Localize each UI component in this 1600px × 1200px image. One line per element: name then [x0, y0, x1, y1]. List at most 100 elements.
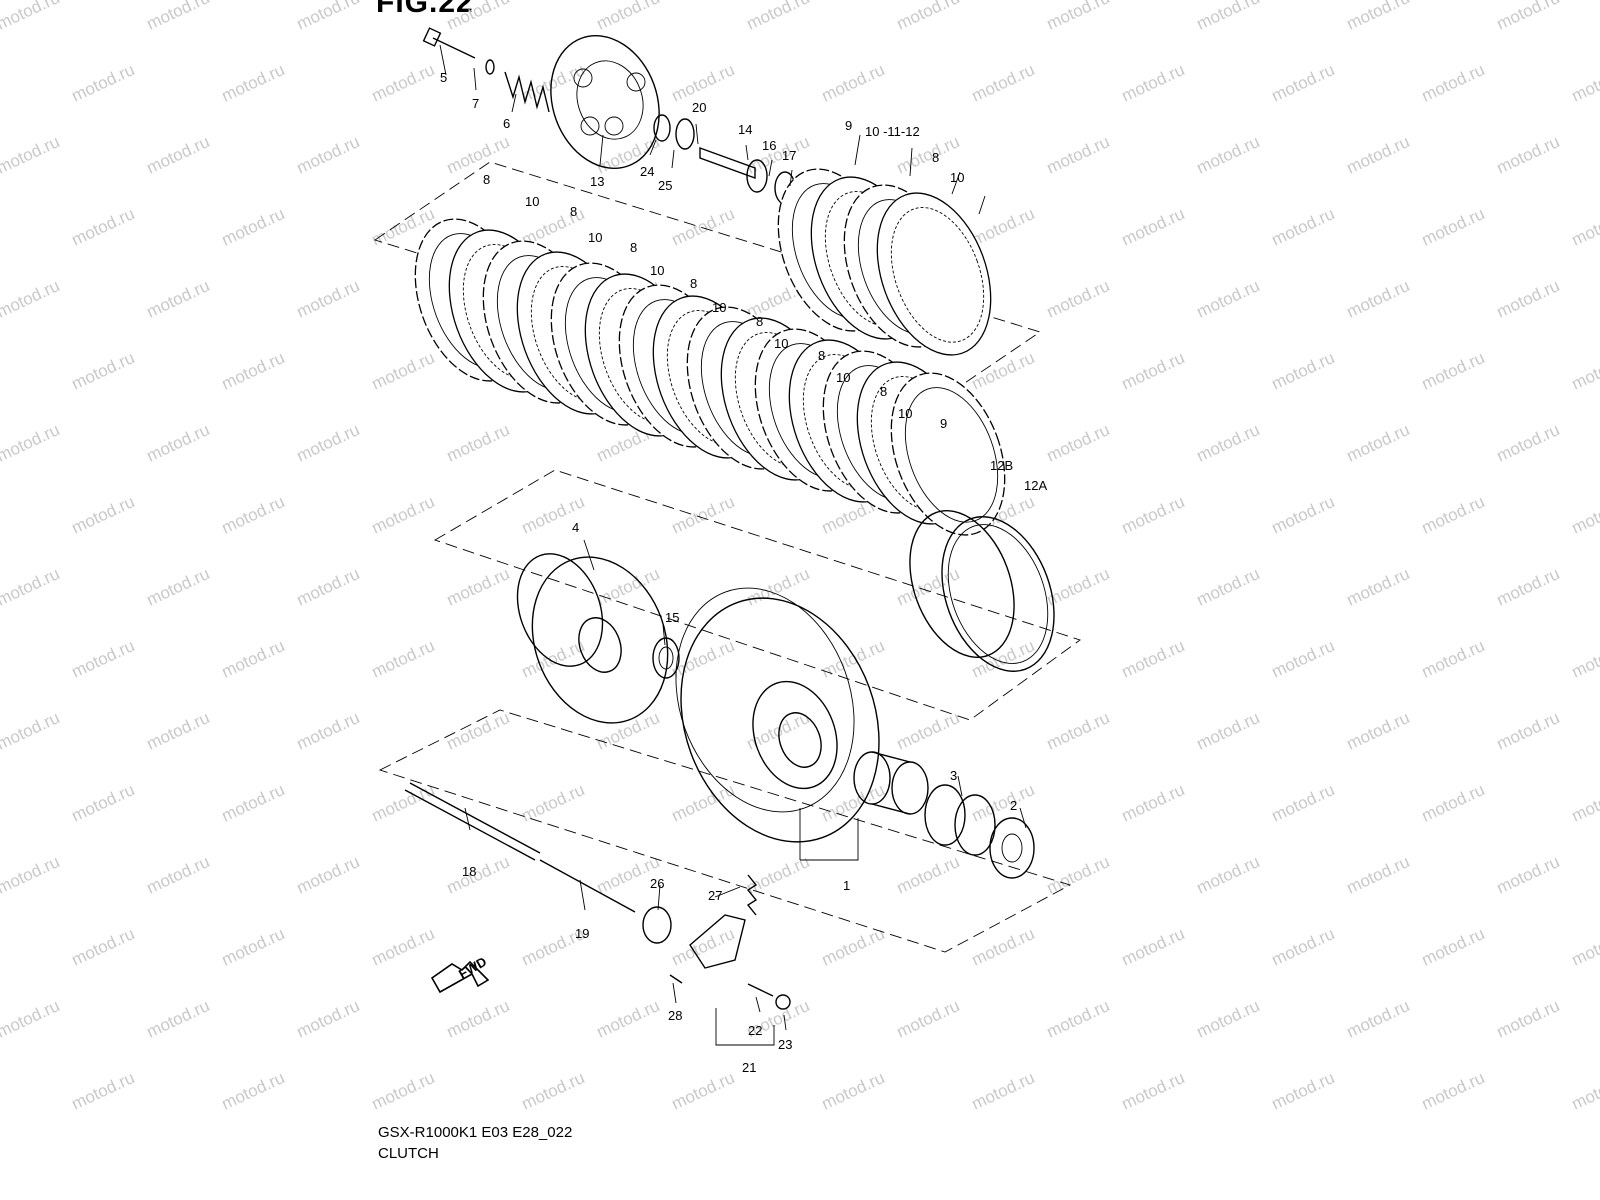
watermark-text: motod.ru	[294, 276, 363, 322]
watermark-text: motod.ru	[594, 0, 663, 34]
watermark-text: motod.ru	[444, 564, 513, 610]
watermark-text: motod.ru	[144, 276, 213, 322]
watermark-text: motod.ru	[969, 60, 1038, 106]
clutch-plate-stack	[414, 168, 1006, 536]
watermark-text: motod.ru	[0, 996, 62, 1042]
watermark-text: motod.ru	[669, 1068, 738, 1114]
leader-lines	[439, 44, 1027, 1046]
watermark-text: motod.ru	[219, 348, 288, 394]
callout-number: 10	[774, 336, 788, 351]
watermark-text: motod.ru	[1194, 852, 1263, 898]
watermark-text: motod.ru	[894, 708, 963, 754]
watermark-text: motod.ru	[519, 636, 588, 682]
watermark-text: motod.ru	[969, 924, 1038, 970]
watermark-text: motod.ru	[1269, 60, 1338, 106]
figure-title: FIG.22	[376, 0, 474, 19]
callout-number: 8	[690, 276, 697, 291]
watermark-text: motod.ru	[1419, 924, 1488, 970]
watermark-text: motod.ru	[0, 276, 62, 322]
watermark-text: motod.ru	[1044, 0, 1113, 34]
watermark-text: motod.ru	[1494, 564, 1563, 610]
callout-number: 10	[712, 300, 726, 315]
watermark-text: motod.ru	[444, 996, 513, 1042]
plate-inner-edge	[904, 387, 999, 523]
watermark-text: motod.ru	[1419, 492, 1488, 538]
watermark-text: motod.ru	[219, 492, 288, 538]
watermark-text: motod.ru	[669, 204, 738, 250]
watermark-text: motod.ru	[1194, 996, 1263, 1042]
watermark-text: motod.ru	[1269, 924, 1338, 970]
watermark-text: motod.ru	[1269, 636, 1338, 682]
watermark-text: motod.ru	[1044, 852, 1113, 898]
watermark-text: motod.ru	[744, 0, 813, 34]
callout-number: 10	[950, 170, 964, 185]
callout-number: 8	[932, 150, 939, 165]
watermark-text: motod.ru	[144, 420, 213, 466]
watermark-text: motod.ru	[1194, 276, 1263, 322]
watermark-text: motod.ru	[594, 996, 663, 1042]
watermark-text: motod.ru	[69, 780, 138, 826]
callout-number: 9	[845, 118, 852, 133]
watermark-text: motod.ru	[819, 924, 888, 970]
watermark-text: motod.ru	[1569, 492, 1600, 538]
watermark-text: motod.ru	[594, 708, 663, 754]
callout-number: 6	[503, 116, 510, 131]
watermark-text: motod.ru	[1344, 132, 1413, 178]
drive-plate	[890, 372, 1006, 536]
watermark-text: motod.ru	[969, 636, 1038, 682]
watermark-text: motod.ru	[1419, 1068, 1488, 1114]
watermark-text: motod.ru	[1269, 492, 1338, 538]
watermark-text: motod.ru	[219, 204, 288, 250]
watermark-text: motod.ru	[1344, 276, 1413, 322]
watermark-text: motod.ru	[1194, 132, 1263, 178]
watermark-text: motod.ru	[444, 132, 513, 178]
watermark-text: motod.ru	[369, 924, 438, 970]
watermark-text: motod.ru	[519, 780, 588, 826]
bearing-spacer-set	[853, 751, 1035, 879]
watermark-text: motod.ru	[369, 1068, 438, 1114]
callout-number: 10 -11-12	[865, 124, 920, 139]
watermark-text: motod.ru	[69, 924, 138, 970]
watermark-text: motod.ru	[444, 0, 513, 34]
watermark-text: motod.ru	[294, 0, 363, 34]
watermark-text: motod.ru	[69, 492, 138, 538]
watermark-text: motod.ru	[1044, 276, 1113, 322]
pressure-plate	[550, 34, 660, 170]
watermark-text: motod.ru	[819, 636, 888, 682]
callout-number: 13	[590, 174, 604, 189]
watermark-text: motod.ru	[669, 60, 738, 106]
watermark-text: motod.ru	[369, 492, 438, 538]
watermark-text: motod.ru	[69, 636, 138, 682]
watermark-text: motod.ru	[1119, 492, 1188, 538]
watermark-text: motod.ru	[69, 1068, 138, 1114]
watermark-text: motod.ru	[969, 780, 1038, 826]
watermark-text: motod.ru	[669, 492, 738, 538]
watermark-text: motod.ru	[444, 852, 513, 898]
watermark-text: motod.ru	[69, 348, 138, 394]
watermark-text: motod.ru	[1494, 708, 1563, 754]
callout-number: 27	[708, 888, 722, 903]
watermark-text: motod.ru	[69, 204, 138, 250]
callout-number: 10	[898, 406, 912, 421]
watermark-text: motod.ru	[1194, 564, 1263, 610]
callout-number: 19	[575, 926, 589, 941]
watermark-text: motod.ru	[819, 1068, 888, 1114]
callout-number: 20	[692, 100, 706, 115]
callout-number: 23	[778, 1037, 792, 1052]
watermark-text: motod.ru	[219, 60, 288, 106]
watermark-text: motod.ru	[444, 708, 513, 754]
watermark-text: motod.ru	[669, 780, 738, 826]
callout-number: 18	[462, 864, 476, 879]
watermark-text: motod.ru	[1569, 780, 1600, 826]
watermark-text: motod.ru	[1569, 60, 1600, 106]
watermark-text: motod.ru	[1119, 924, 1188, 970]
callout-number: 17	[782, 148, 796, 163]
watermark-text: motod.ru	[144, 564, 213, 610]
watermark-text: motod.ru	[1419, 636, 1488, 682]
watermark-text: motod.ru	[1569, 204, 1600, 250]
watermark-text: motod.ru	[144, 852, 213, 898]
watermark-text: motod.ru	[1119, 780, 1188, 826]
watermark-text: motod.ru	[1569, 636, 1600, 682]
spring-washer-rings	[909, 510, 1055, 672]
